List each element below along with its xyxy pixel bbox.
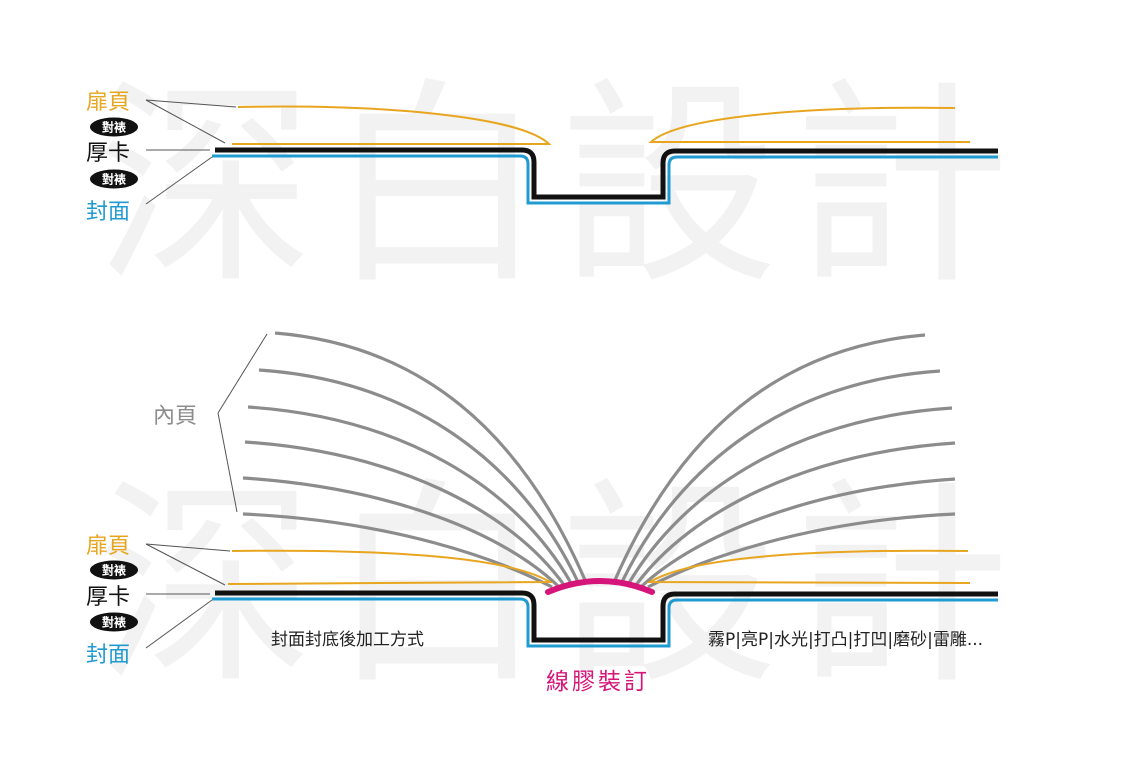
inner-page-left-1 (274, 331, 587, 581)
inner-page-right-4 (634, 441, 956, 586)
bottom-mount-badge-1-text: 對裱 (102, 563, 126, 578)
inner-pages-left (242, 331, 587, 589)
top-mount-badge-2-text: 對裱 (102, 172, 126, 187)
top-endpaper-label: 扉頁 (86, 90, 130, 115)
finishing-options: 霧P|亮P|水光|打凸|打凹|磨砂|雷雕... (708, 630, 983, 650)
inner-page-right-2 (620, 369, 941, 583)
bottom-cover-line (212, 597, 998, 648)
bottom-cover-leader (145, 599, 213, 649)
inner-pages-label: 內頁 (153, 404, 197, 429)
inner-page-right-3 (627, 406, 953, 584)
inner-page-left-4 (244, 440, 566, 586)
bottom-mount-badge-1: 對裱 (90, 560, 138, 580)
binding-label: 線膠裝訂 (546, 669, 650, 695)
top-cover-line (212, 154, 998, 205)
inner-pages-leader-bottom (217, 412, 238, 513)
finishing-label: 封面封底後加工方式 (271, 630, 424, 650)
inner-page-left-6 (242, 512, 553, 589)
top-mount-badge-1-text: 對裱 (102, 120, 126, 135)
inner-page-left-2 (258, 368, 580, 583)
top-endpaper-right (648, 106, 970, 143)
top-cover-label: 封面 (86, 200, 130, 225)
bottom-endpaper-leader-1 (145, 543, 231, 552)
top-endpaper-leader-2 (145, 99, 226, 144)
binding-arc (545, 578, 655, 595)
inner-page-right-6 (647, 512, 956, 589)
top-mount-badge-1: 對裱 (90, 117, 138, 137)
bottom-endpaper-left (227, 549, 554, 585)
bottom-diagram: 內頁 扉頁 對裱 厚卡 對裱 封面 封面封底後加工方式 霧P|亮P|水光|打凸|… (86, 331, 998, 695)
bottom-mount-badge-2-text: 對裱 (102, 615, 126, 630)
bottom-endpaper-leader-2 (145, 543, 226, 586)
top-cover-leader (145, 156, 213, 205)
inner-page-left-3 (247, 405, 573, 584)
top-mount-badge-2: 對裱 (90, 169, 138, 189)
inner-pages-leader-top (217, 333, 268, 414)
inner-pages-right (613, 333, 956, 589)
bottom-endpaper-right (646, 549, 971, 584)
bottom-hardboard-label: 厚卡 (86, 585, 130, 610)
inner-page-right-5 (640, 477, 956, 588)
inner-page-right-1 (613, 333, 926, 581)
bottom-hardboard-line (215, 590, 998, 643)
top-hardboard-label: 厚卡 (86, 141, 130, 166)
inner-page-left-5 (242, 476, 560, 588)
top-endpaper-left (232, 105, 552, 145)
top-diagram: 扉頁 對裱 厚卡 對裱 封面 (86, 90, 998, 225)
top-endpaper-leader-1 (145, 99, 237, 108)
bottom-cover-label: 封面 (86, 643, 130, 668)
bottom-mount-badge-2: 對裱 (90, 612, 138, 632)
top-hardboard-line (215, 147, 998, 200)
bottom-endpaper-label: 扉頁 (86, 534, 130, 559)
